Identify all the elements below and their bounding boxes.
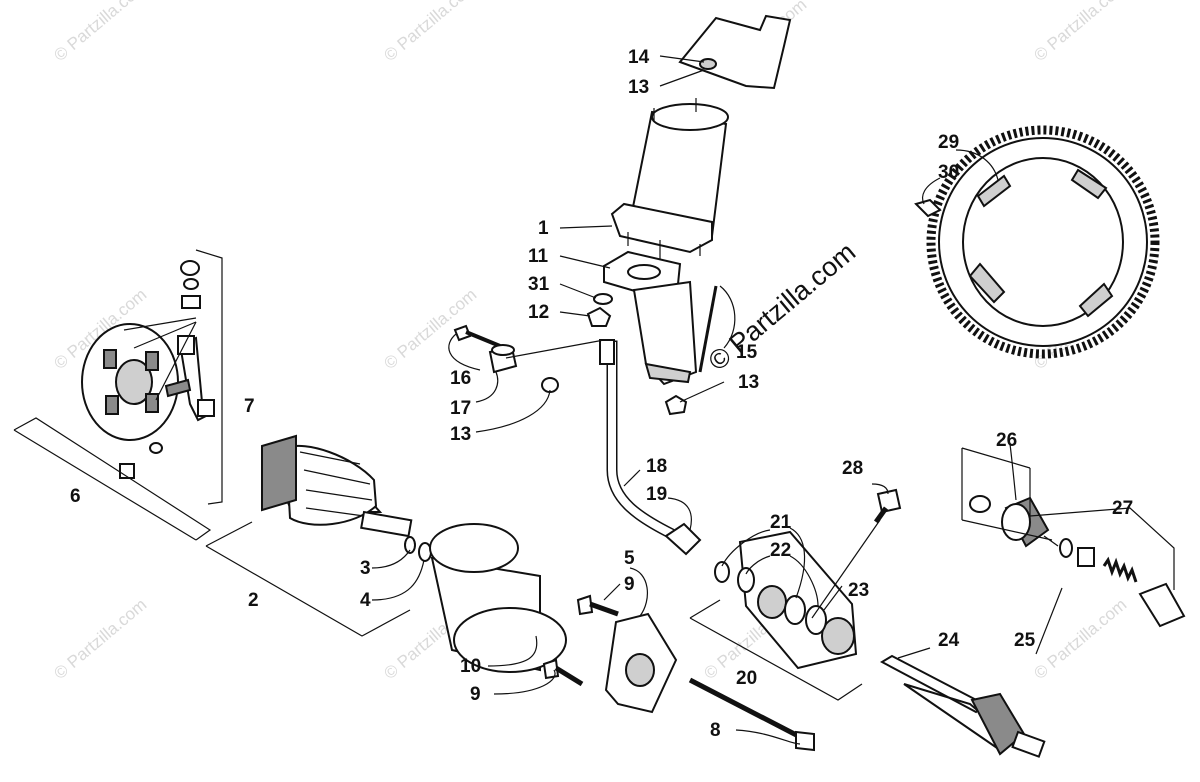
leader-lines [371,55,1059,745]
callout-11: 11 [528,246,549,267]
rings-21-22 [714,561,827,635]
watermark-layer: © Partzilla.com © Partzilla.com © Partzi… [50,0,1130,683]
starter-motor [610,98,729,262]
brush-holder-7 [164,335,215,422]
callout-30: 30 [938,162,959,183]
callout-15: 15 [736,342,758,363]
callout-3: 3 [360,558,371,579]
hardware-stack [180,260,201,309]
nut-12 [586,306,612,327]
bolt-9-lower [542,658,584,687]
callout-8: 8 [710,720,721,741]
yoke [429,523,567,673]
callout-28: 28 [842,458,863,479]
callout-18: 18 [646,456,667,477]
callout-22: 22 [770,540,791,561]
gasket [603,250,682,298]
callout-20: 20 [736,668,757,689]
kit-27-parts [1059,538,1186,628]
callout-16: 16 [450,368,471,389]
callout-13: 13 [628,77,649,98]
callout-25: 25 [1014,630,1036,651]
callout-19: 19 [646,484,667,505]
group-brackets [13,249,1175,701]
callout-4: 4 [360,590,371,611]
watermark-main: © Partzilla.com [703,237,862,377]
washer-31 [593,293,613,305]
callout-1: 1 [538,218,549,239]
watermark: © Partzilla.com [50,0,150,65]
ring-gear [926,125,1160,359]
callout-27: 27 [1112,498,1133,519]
callout-21: 21 [770,512,792,533]
callout-23: 23 [848,580,869,601]
end-cap [81,323,179,441]
nut-13-mid [541,377,559,393]
callout-26: 26 [996,430,1017,451]
callout-17: 17 [450,398,471,419]
mount-bracket [678,14,792,90]
drive-end-housing [604,612,678,714]
watermark: © Partzilla.com [380,0,480,65]
watermark: © Partzilla.com [1030,0,1130,65]
callout-24: 24 [938,630,960,651]
callout-29: 29 [938,132,959,153]
watermark: © Partzilla.com [1030,595,1130,683]
callout-5: 5 [624,548,635,569]
pinion-shaft-25 [903,683,1046,758]
callout-10: 10 [460,656,481,677]
nut-13-lower [664,394,688,416]
bolt-28 [873,488,902,524]
through-bolt-8 [688,677,815,752]
callout-labels: 14 13 1 11 31 12 15 13 16 17 13 18 19 21… [70,47,1133,741]
callout-9: 9 [470,684,481,705]
callout-13: 13 [450,424,471,445]
bolt-9-upper [576,594,619,617]
cable-18 [599,339,702,556]
bolt-16 [453,324,501,348]
callout-9: 9 [624,574,635,595]
callout-7: 7 [244,396,255,417]
callout-31: 31 [528,274,550,295]
callout-6: 6 [70,486,81,507]
screw-30 [914,198,942,218]
armature [261,434,413,538]
pinion-26 [969,495,1050,548]
spacer-17 [488,344,518,374]
washers-3-4 [404,536,432,562]
screw-15 [698,285,718,373]
watermark: © Partzilla.com [50,595,150,683]
callout-2: 2 [248,590,259,611]
callout-14: 14 [628,47,650,68]
callout-12: 12 [528,302,549,323]
brush [119,442,163,479]
callout-13: 13 [738,372,759,393]
mount-housing [632,280,698,386]
